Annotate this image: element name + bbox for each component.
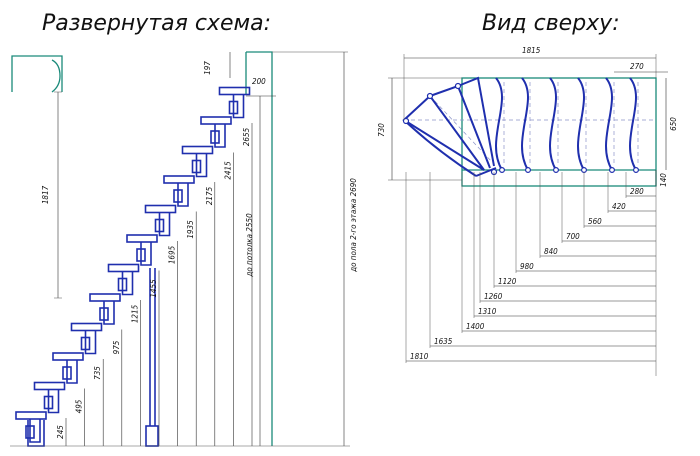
stair-step	[107, 263, 140, 296]
stair-step	[89, 293, 121, 325]
bottom-dim: 1310	[473, 172, 656, 318]
height-dim-label: 975	[112, 340, 121, 354]
bottom-dim: 840	[539, 172, 656, 258]
stair-step	[200, 116, 232, 148]
height-dim-label: 1695	[168, 245, 177, 264]
height-dim: 2415	[223, 152, 234, 446]
bottom-dim-label: 1635	[434, 337, 453, 346]
height-dim-label: 2175	[205, 186, 214, 205]
dim-730-label: 730	[377, 123, 386, 137]
title-unfolded-scheme: Развернутая схема:	[42, 11, 271, 36]
height-dim-label: 2655	[242, 127, 251, 146]
height-dim: 735	[93, 359, 104, 446]
dim-200: 200	[246, 77, 276, 97]
bottom-dim-label: 700	[566, 232, 580, 241]
dim-197-label: 197	[203, 61, 212, 75]
height-dim-label: 735	[93, 366, 102, 380]
bottom-dim-label: 1400	[466, 322, 485, 331]
top-step	[549, 77, 559, 174]
hidden-line-1	[429, 95, 493, 163]
stair-opening-outline	[461, 77, 657, 187]
bottom-dim-label: 1120	[498, 277, 517, 286]
straight-steps	[495, 77, 639, 174]
height-dim: 245	[56, 418, 67, 446]
bottom-dim: 700	[561, 172, 656, 243]
bottom-dim: 1400	[461, 172, 656, 333]
stair-step	[126, 234, 158, 266]
wall-fragment-left	[11, 55, 63, 92]
bottom-dim-label: 980	[520, 262, 534, 271]
top-step	[577, 77, 587, 174]
top-view: 1815 270 730 650 140 2804205607008409801…	[377, 46, 678, 376]
height-dim: 2655	[242, 123, 253, 446]
stair-step	[163, 175, 195, 207]
bottom-dim-label: 280	[630, 187, 644, 196]
dim-ceiling-label: до потолка 2550	[245, 213, 254, 278]
stair-step	[33, 381, 66, 414]
dim-second-floor: до пола 2-го этажа 2690	[272, 51, 358, 446]
stair-step	[15, 411, 47, 443]
bottom-dim: 420	[607, 172, 656, 213]
height-dim: 495	[75, 388, 85, 446]
height-dim: 2175	[205, 182, 216, 446]
height-dim-label: 2415	[223, 161, 232, 180]
bottom-dim: 980	[515, 172, 656, 273]
dim-140-label: 140	[659, 173, 668, 187]
stair-step	[181, 145, 214, 178]
top-step	[605, 77, 615, 174]
dim-270: 270	[614, 62, 668, 73]
dim-730: 730	[377, 77, 462, 181]
bottom-dim: 1260	[479, 172, 656, 303]
dim-1817: 1817	[41, 91, 62, 299]
dim-650: 650	[665, 78, 678, 170]
bottom-dim-label: 840	[544, 247, 558, 256]
top-step	[629, 77, 639, 174]
height-dimensions: 245 495 735 975 1215 1455 1695 1935 2175 2415 2655	[56, 123, 253, 446]
title-top-view: Вид сверху:	[482, 11, 620, 36]
stair-steps	[15, 86, 251, 447]
stair-step	[218, 86, 251, 119]
winder-steps	[402, 76, 498, 177]
top-step	[495, 77, 506, 174]
height-dim-label: 1215	[130, 304, 139, 323]
bottom-dim-label: 420	[612, 202, 626, 211]
dim-197: 197	[203, 52, 231, 78]
dim-1815: 1815	[403, 46, 657, 120]
bottom-dim: 280	[625, 172, 656, 198]
unfolded-scheme: 1817 245 495 735 975 1215 1455 1695 1935 2175 241…	[10, 51, 358, 447]
stair-step	[144, 204, 177, 237]
dim-ceiling: до потолка 2550	[245, 96, 261, 446]
bottom-dim-label: 1260	[484, 292, 503, 301]
height-dim-label: 495	[75, 399, 84, 413]
height-dim-label: 1935	[186, 220, 195, 239]
bottom-dim: 1120	[493, 172, 656, 288]
top-step	[521, 77, 531, 174]
height-dim: 975	[112, 329, 123, 446]
bottom-dim: 560	[583, 172, 656, 228]
wall-break-mark	[51, 59, 61, 93]
bottom-dim-label: 560	[588, 217, 602, 226]
stair-step	[52, 352, 84, 384]
height-dim-label: 1455	[149, 279, 158, 298]
bottom-dim: 1635	[429, 172, 656, 348]
height-dim: 1935	[186, 211, 197, 446]
dim-1815-label: 1815	[522, 46, 541, 55]
height-dim: 1455	[149, 270, 160, 446]
height-dim-label: 245	[56, 425, 65, 439]
dim-1817-label: 1817	[41, 185, 50, 204]
height-dim: 1215	[130, 300, 141, 446]
bottom-dim: 1810	[405, 172, 656, 363]
dim-second-floor-label: до пола 2-го этажа 2690	[349, 178, 358, 273]
bottom-dim-label: 1810	[410, 352, 429, 361]
dim-200-label: 200	[252, 77, 266, 86]
dim-270-label: 270	[630, 62, 644, 71]
dim-650-label: 650	[669, 117, 678, 131]
height-dim: 1695	[168, 241, 178, 446]
bottom-dim-label: 1310	[478, 307, 497, 316]
dim-140: 140	[655, 170, 668, 187]
stair-step	[70, 322, 103, 355]
